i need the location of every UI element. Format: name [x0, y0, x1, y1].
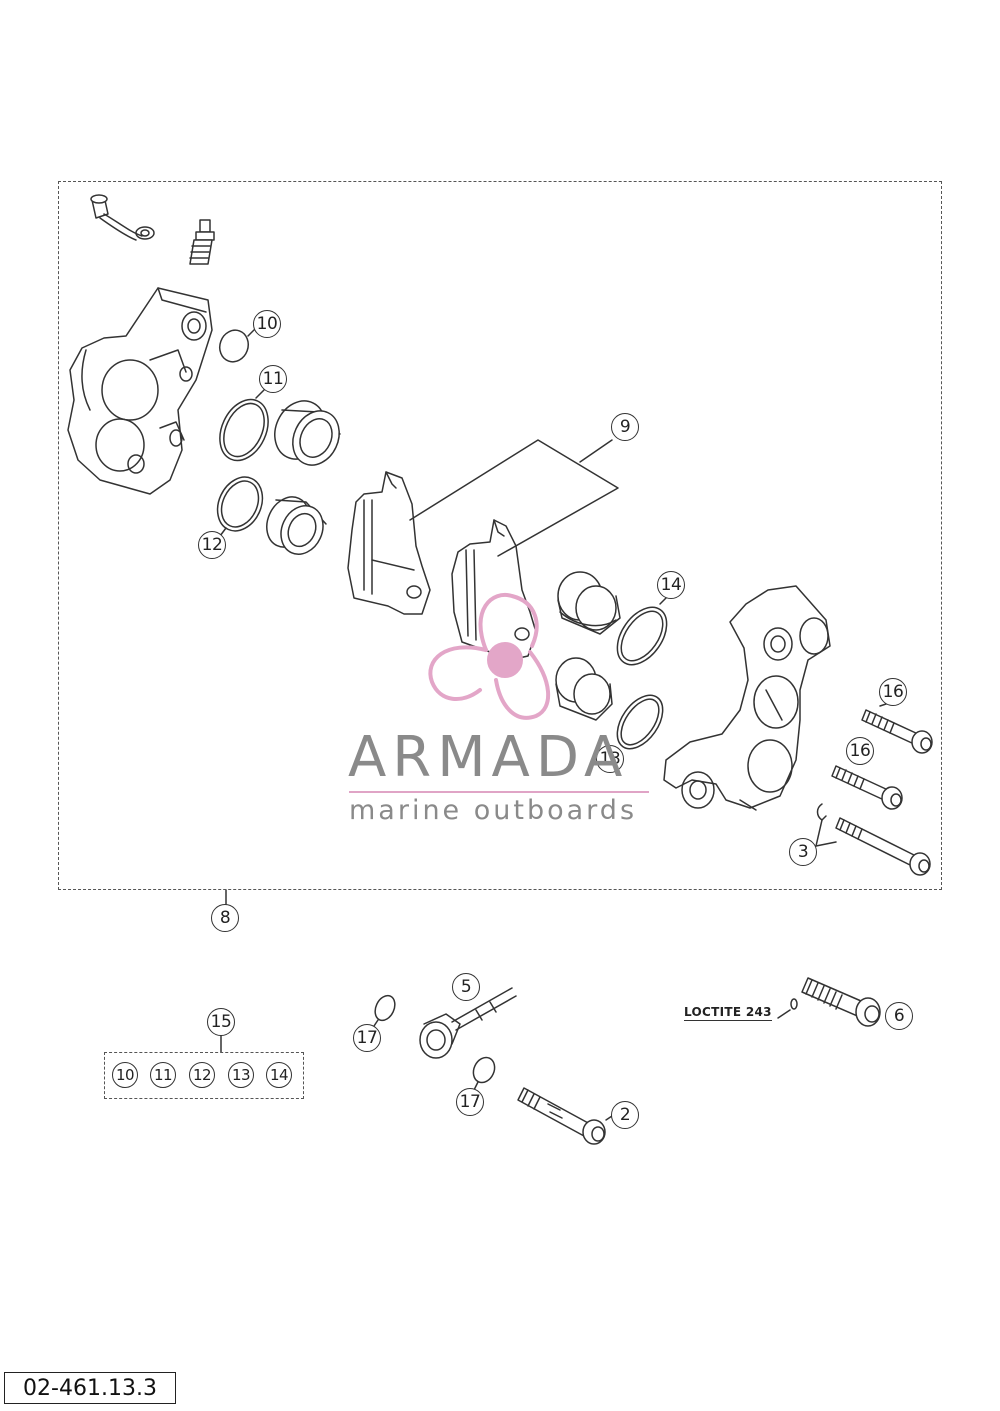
callout-16-upper: 16 [879, 678, 907, 706]
watermark-brand: ARMADA [348, 725, 629, 790]
bleeder-screw-icon [189, 219, 215, 265]
callout-2: 2 [611, 1101, 639, 1129]
callout-10: 10 [253, 310, 281, 338]
bleeder-cap-icon [90, 194, 155, 241]
piston-seal-upper-icon [219, 398, 269, 462]
watermark-tagline: marine outboards [349, 795, 638, 826]
piston-upper-icon [274, 400, 341, 466]
callout-11: 11 [259, 365, 287, 393]
callout-15: 15 [207, 1008, 235, 1036]
kit-item-10: 10 [112, 1062, 138, 1088]
callout-9: 9 [611, 413, 639, 441]
armada-logo-icon [428, 592, 550, 720]
piston-seal-right-upper-icon [616, 606, 668, 666]
piston-right-upper-icon [557, 571, 621, 635]
piston-lower-icon [266, 496, 327, 555]
pin-bolt-icon [816, 803, 931, 876]
callout-5: 5 [452, 973, 480, 1001]
sealing-washer-upper-icon [374, 994, 396, 1022]
callout-14: 14 [657, 571, 685, 599]
callout-17-upper: 17 [353, 1024, 381, 1052]
caliper-right-half-icon [663, 585, 831, 811]
banjo-bolt-icon [517, 1087, 606, 1145]
caliper-left-half-icon [67, 287, 213, 495]
loctite-note: LOCTITE 243 [684, 1005, 772, 1021]
pad-set-leader [409, 439, 619, 557]
caliper-screw-lower-icon [831, 765, 903, 810]
sealing-washer-lower-icon [472, 1056, 496, 1084]
callout-8: 8 [211, 904, 239, 932]
kit-item-12: 12 [189, 1062, 215, 1088]
kit-item-14: 14 [266, 1062, 292, 1088]
piston-seal-right-lower-icon [616, 694, 664, 750]
callout-3: 3 [789, 838, 817, 866]
kit-item-13: 13 [228, 1062, 254, 1088]
brake-line-icon [419, 987, 517, 1059]
brake-pad-outer-icon [347, 471, 431, 615]
diagram-code-label: 02-461.13.3 [4, 1372, 176, 1404]
callout-16-lower: 16 [846, 737, 874, 765]
callout-12: 12 [198, 531, 226, 559]
callout-13: 13 [596, 745, 624, 773]
callout-17-lower: 17 [456, 1088, 484, 1116]
piston-seal-lower-icon [216, 476, 264, 532]
kit-item-11: 11 [150, 1062, 176, 1088]
piston-right-lower-icon [555, 657, 613, 721]
repair-kit-box [104, 1052, 304, 1099]
mounting-screw-icon [801, 977, 881, 1027]
caliper-assembly-outline [58, 181, 942, 890]
o-ring-small-icon [219, 329, 249, 363]
watermark-divider [349, 791, 649, 793]
callout-6: 6 [885, 1002, 913, 1030]
caliper-screw-upper-icon [861, 709, 933, 754]
